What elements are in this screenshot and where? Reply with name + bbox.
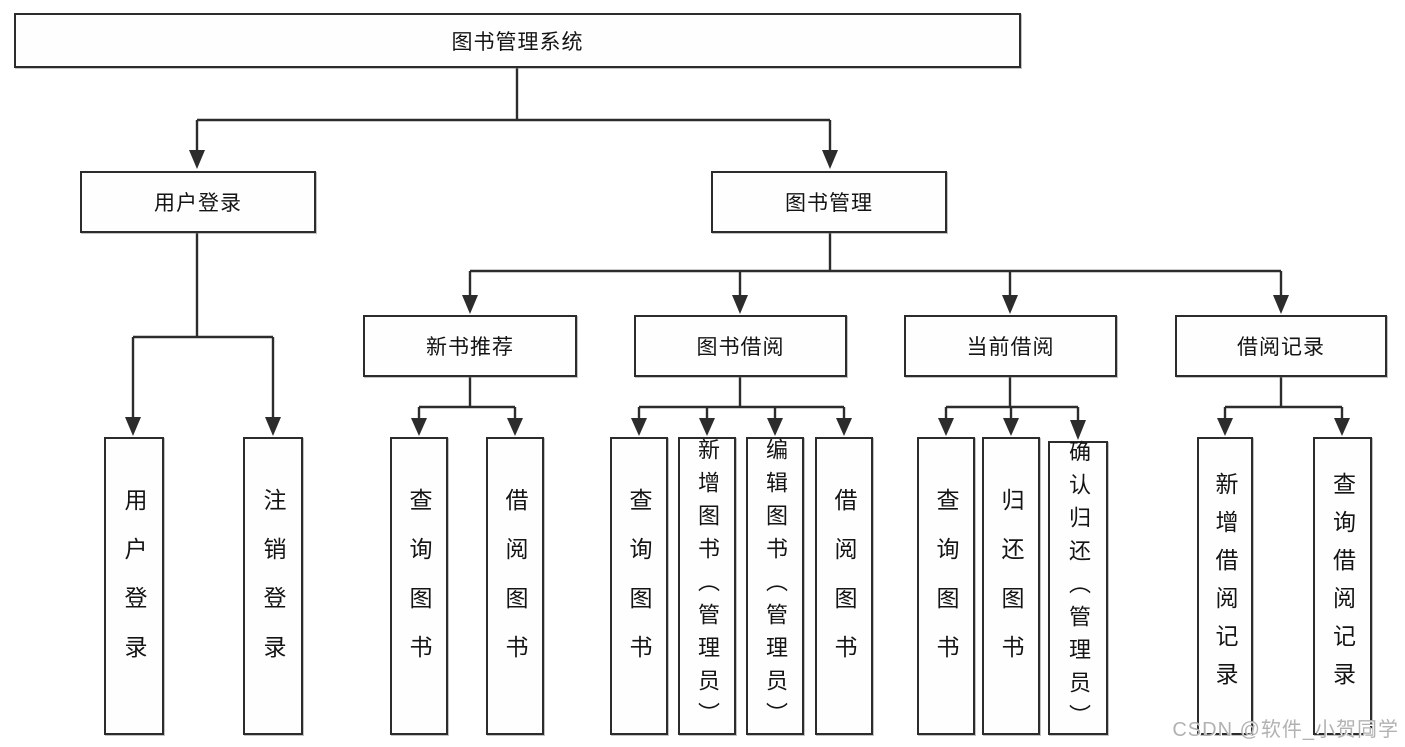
node-new-book-recommend: 新书推荐 [363, 315, 577, 377]
leaf-edit-books-admin: 编辑图书（管理员） [746, 437, 804, 735]
leaf-add-borrow-record-label: 新增借阅记录 [1212, 472, 1238, 700]
node-borrowing-records: 借阅记录 [1175, 315, 1387, 377]
leaf-edit-books-admin-label: 编辑图书（管理员） [763, 437, 788, 735]
node-current-borrowing: 当前借阅 [904, 315, 1117, 377]
node-system-root: 图书管理系统 [14, 13, 1021, 68]
connector-user-login-children [125, 233, 281, 436]
connector-borrow-records-children [1217, 377, 1350, 436]
leaf-return-books-label: 归还图书 [998, 488, 1024, 684]
node-user-login: 用户登录 [80, 171, 316, 233]
connector-current-borrow-children [938, 377, 1086, 440]
node-book-borrowing: 图书借阅 [634, 315, 847, 377]
leaf-logout-label: 注销登录 [260, 488, 286, 684]
leaf-query-books-current-label: 查询图书 [933, 488, 959, 684]
leaf-confirm-return-admin: 确认归还（管理员） [1048, 439, 1108, 737]
leaf-query-books-borrowing-label: 查询图书 [626, 488, 652, 684]
leaf-add-books-admin: 新增图书（管理员） [678, 437, 736, 735]
leaf-add-books-admin-label: 新增图书（管理员） [695, 437, 720, 735]
leaf-borrow-books: 借阅图书 [815, 437, 873, 735]
leaf-confirm-return-admin-label: 确认归还（管理员） [1066, 439, 1091, 737]
leaf-borrow-books-recommend-label: 借阅图书 [502, 488, 528, 684]
leaf-borrow-books-label: 借阅图书 [831, 488, 857, 684]
leaf-query-books-recommend: 查询图书 [390, 437, 448, 735]
leaf-query-borrow-record-label: 查询借阅记录 [1329, 472, 1356, 700]
node-new-book-recommend-label: 新书推荐 [426, 336, 514, 359]
leaf-query-borrow-record: 查询借阅记录 [1313, 437, 1372, 735]
leaf-query-books-borrowing: 查询图书 [610, 437, 668, 735]
leaf-user-login: 用户登录 [104, 437, 164, 735]
leaf-query-books-current: 查询图书 [917, 437, 975, 735]
node-borrowing-records-label: 借阅记录 [1237, 336, 1325, 359]
connector-book-mgmt-children [462, 233, 1289, 314]
connector-root-to-level2 [189, 68, 838, 169]
leaf-return-books: 归还图书 [982, 437, 1040, 735]
leaf-logout: 注销登录 [243, 437, 303, 735]
csdn-watermark: CSDN @软件_小贺同学 [1172, 719, 1399, 741]
connector-book-borrow-children [631, 377, 852, 436]
node-system-root-label: 图书管理系统 [451, 30, 584, 54]
leaf-user-login-label: 用户登录 [121, 488, 147, 684]
node-current-borrowing-label: 当前借阅 [966, 336, 1055, 359]
node-book-borrowing-label: 图书借阅 [696, 336, 785, 359]
leaf-borrow-books-recommend: 借阅图书 [486, 437, 544, 735]
connector-new-book-children [411, 377, 523, 436]
node-book-management: 图书管理 [711, 171, 947, 233]
leaf-query-books-recommend-label: 查询图书 [406, 488, 432, 684]
leaf-add-borrow-record: 新增借阅记录 [1197, 437, 1253, 735]
node-book-management-label: 图书管理 [785, 192, 873, 215]
node-user-login-label: 用户登录 [154, 192, 242, 215]
